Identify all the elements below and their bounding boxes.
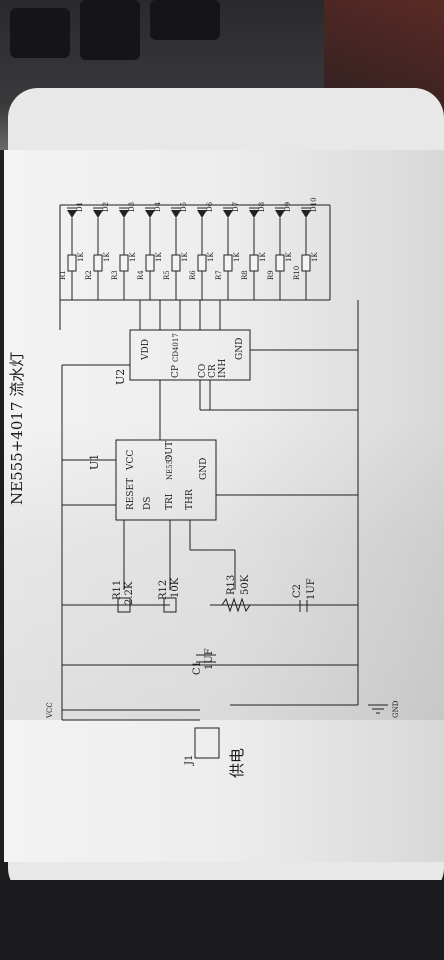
keyboard-key	[150, 0, 220, 40]
led-resistor-ref: R2	[85, 270, 93, 280]
led-ref: D3	[128, 202, 136, 212]
led-resistor-ref: R1	[59, 270, 67, 280]
led-symbol	[119, 210, 129, 218]
u2-pin-inh: INH	[218, 359, 228, 378]
led-symbol	[93, 210, 103, 218]
led-resistor-value: 1K	[103, 252, 111, 262]
led-resistor-ref: R5	[163, 270, 171, 280]
led-resistor-symbol	[67, 254, 77, 272]
j1-connector	[194, 727, 220, 759]
r11-ref: R11	[112, 580, 123, 600]
r13-symbol	[221, 597, 251, 613]
keyboard-key	[80, 0, 140, 60]
u1-ref: U1	[88, 454, 101, 470]
led-ref: D7	[232, 202, 240, 212]
led-ref: D5	[180, 202, 188, 212]
led-ref: D1	[76, 202, 84, 212]
led-resistor-value: 1K	[285, 252, 293, 262]
title-group: NE555+4017 流水灯	[8, 352, 26, 505]
led-resistor-symbol	[301, 254, 311, 272]
j1-ref: J1	[184, 755, 195, 766]
r13-ref: R13	[226, 575, 237, 595]
led-resistor-symbol	[119, 254, 129, 272]
u2-pin-cr: CR	[208, 364, 218, 378]
led-resistor-value: 1K	[311, 252, 319, 262]
u1-pin-thr: THR	[185, 489, 195, 510]
c1-value: 1UF	[204, 648, 215, 670]
led-symbol	[67, 210, 77, 218]
u1-pin-vcc: VCC	[126, 450, 136, 471]
u1-pin-out: OUT	[165, 441, 175, 462]
led-resistor-value: 1K	[155, 252, 163, 262]
u2-pin-vdd: VDD	[141, 339, 151, 361]
schematic-title: NE555+4017 流水灯	[8, 352, 26, 505]
led-resistor-value: 1K	[233, 252, 241, 262]
led-resistor-value: 1K	[181, 252, 189, 262]
c2-ref: C2	[292, 584, 303, 598]
u1-pin-ds: DS	[143, 497, 153, 510]
u2-body	[129, 329, 251, 381]
led-resistor-symbol	[275, 254, 285, 272]
led-resistor-ref: R3	[111, 270, 119, 280]
led-resistor-symbol	[145, 254, 155, 272]
led-resistor-symbol	[223, 254, 233, 272]
u2-pin-cp: CP	[171, 365, 181, 378]
c2-value: 1UF	[306, 578, 317, 600]
vcc-label: VCC	[46, 702, 54, 719]
gnd-label: GND	[392, 700, 400, 718]
led-resistor-ref: R10	[293, 266, 301, 280]
r11-symbol	[117, 597, 131, 613]
background-bottom	[0, 880, 444, 960]
led-resistor-value: 1K	[207, 252, 215, 262]
u1-pin-reset: RESET	[126, 478, 136, 510]
led-ref: D9	[284, 202, 292, 212]
led-symbol	[171, 210, 181, 218]
r12-ref: R12	[158, 580, 169, 600]
led-ref: D6	[206, 201, 214, 212]
u1-part: NE555	[166, 455, 174, 480]
led-resistor-ref: R6	[189, 270, 197, 280]
led-resistor-row	[67, 218, 311, 300]
r12-symbol	[163, 597, 177, 613]
led-resistor-symbol	[197, 254, 207, 272]
keyboard-key	[10, 8, 70, 58]
led-resistor-ref: R4	[137, 270, 145, 280]
led-resistor-symbol	[171, 254, 181, 272]
led-resistor-value: 1K	[129, 252, 137, 262]
u1-pin-gnd: GND	[199, 458, 209, 480]
led-resistor-ref: R8	[241, 270, 249, 280]
led-resistor-ref: R7	[215, 270, 223, 280]
led-symbol	[223, 210, 233, 218]
j1-label: 供电	[228, 748, 246, 778]
led-resistor-value: 1K	[77, 252, 85, 262]
led-row: D1R11KD2R21KD3R31KD4R41KD5R51KD6R61KD7R7…	[59, 197, 319, 280]
u2-pin-gnd: GND	[235, 338, 245, 360]
u2-pin-co: CO	[198, 364, 208, 378]
led-resistor-value: 1K	[259, 252, 267, 262]
led-ref: D8	[258, 202, 266, 212]
u2-ref: U2	[114, 369, 127, 385]
led-resistor-symbol	[249, 254, 259, 272]
led-ref: D4	[154, 201, 162, 212]
u2-part: CD4017	[172, 333, 180, 362]
r11-value: 2.2K	[124, 581, 135, 605]
u1-body	[115, 439, 217, 521]
c1-ref: C1	[192, 661, 203, 675]
led-symbol	[249, 210, 259, 218]
led-symbol	[301, 210, 311, 218]
led-symbol	[145, 210, 155, 218]
led-ref: D10	[310, 197, 318, 212]
led-ref: D2	[102, 202, 110, 212]
led-symbol	[275, 210, 285, 218]
r12-value: 10K	[170, 577, 181, 598]
led-symbol	[197, 210, 207, 218]
r13-value: 50K	[240, 574, 251, 595]
led-resistor-symbol	[93, 254, 103, 272]
led-resistor-ref: R9	[267, 270, 275, 280]
u1-pin-tri: TRI	[165, 493, 175, 510]
paper-shadow	[0, 420, 444, 720]
